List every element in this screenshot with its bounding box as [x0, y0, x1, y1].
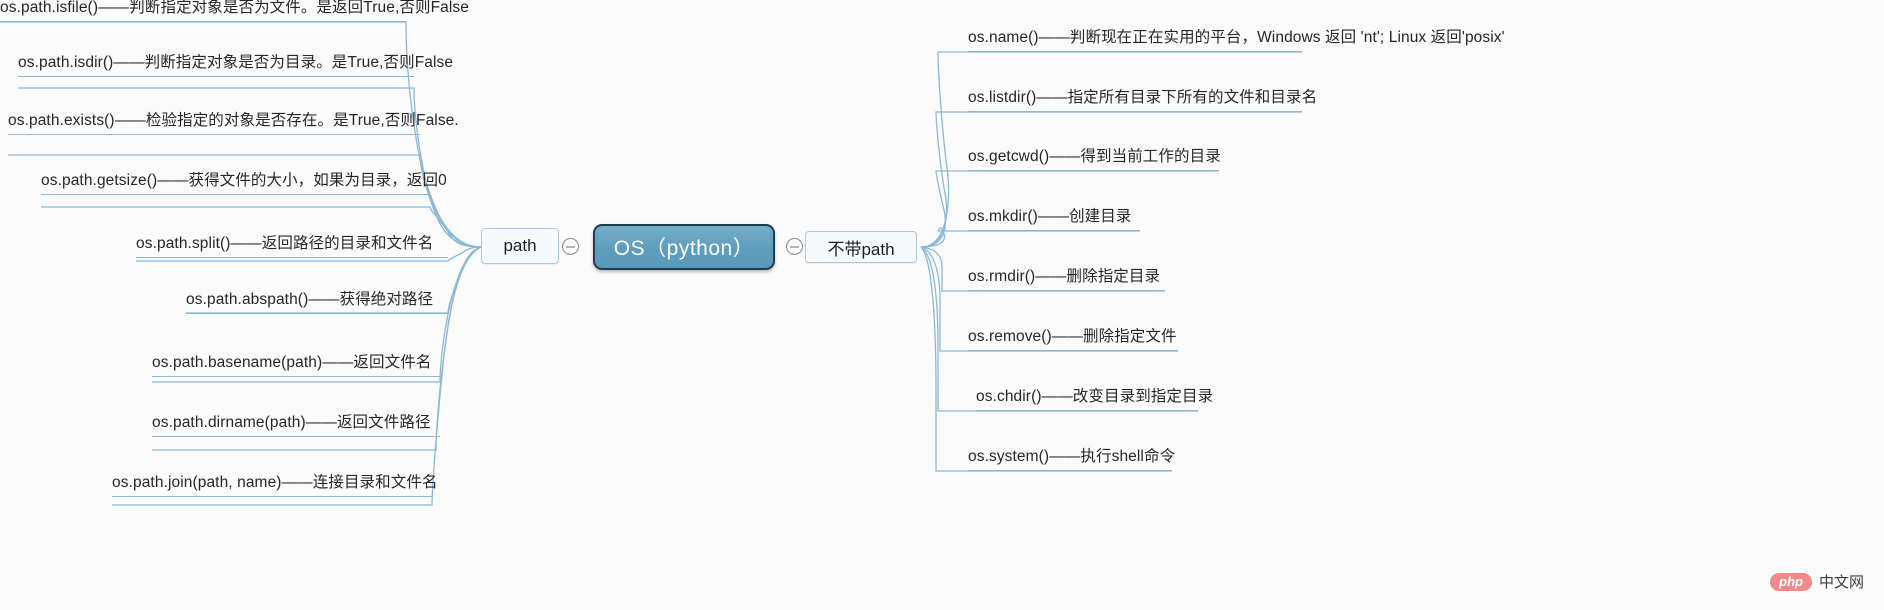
leaf-label: os.system()——执行shell命令	[968, 448, 1176, 465]
list-item: os.chdir()——改变目录到指定目录	[976, 389, 1213, 411]
list-item: os.listdir()——指定所有目录下所有的文件和目录名	[968, 90, 1317, 112]
watermark-label: 中文网	[1818, 574, 1864, 591]
leaf-label: os.path.join(path, name)——连接目录和文件名	[112, 474, 438, 491]
list-item: os.path.dirname(path)——返回文件路径	[152, 415, 440, 437]
collapse-toggle-nopath[interactable]	[786, 238, 803, 255]
list-item: os.system()——执行shell命令	[968, 448, 1176, 471]
list-item: os.path.exists()——检验指定的对象是否存在。是True,否则Fa…	[8, 113, 459, 135]
php-logo-icon: php	[1770, 572, 1812, 591]
list-item: os.path.split()——返回路径的目录和文件名	[136, 236, 448, 258]
list-item: os.path.join(path, name)——连接目录和文件名	[112, 475, 437, 497]
leaf-label: os.listdir()——指定所有目录下所有的文件和目录名	[968, 89, 1318, 106]
list-item: os.path.isfile()——判断指定对象是否为文件。是返回True,否则…	[0, 0, 469, 22]
leaf-label: os.rmdir()——删除指定目录	[968, 268, 1161, 285]
list-item: os.mkdir()——创建目录	[968, 209, 1140, 231]
root-node-os[interactable]: OS（python）	[593, 224, 775, 270]
branch-node-path-label: path	[503, 236, 537, 255]
leaf-label: os.path.getsize()——获得文件的大小，如果为目录，返回0	[41, 172, 447, 189]
list-item: os.getcwd()——得到当前工作的目录	[968, 148, 1221, 171]
leaf-label: os.chdir()——改变目录到指定目录	[976, 388, 1214, 405]
root-node-label: OS（python）	[613, 237, 755, 260]
watermark: php 中文网	[1770, 571, 1864, 592]
leaf-label: os.mkdir()——创建目录	[968, 208, 1132, 225]
leaf-label: os.path.isfile()——判断指定对象是否为文件。是返回True,否则…	[0, 0, 469, 16]
collapse-toggle-path[interactable]	[562, 238, 579, 255]
leaf-label: os.path.isdir()——判断指定对象是否为目录。是True,否则Fal…	[18, 54, 454, 71]
list-item: os.path.abspath()——获得绝对路径	[186, 292, 448, 314]
leaf-label: os.getcwd()——得到当前工作的目录	[968, 148, 1221, 165]
branch-node-nopath[interactable]: 不带path	[805, 231, 917, 263]
leaf-label: os.path.basename(path)——返回文件名	[152, 354, 432, 371]
leaf-label: os.name()——判断现在正在实用的平台，Windows 返回 'nt'; …	[968, 29, 1505, 46]
list-item: os.path.isdir()——判断指定对象是否为目录。是True,否则Fal…	[18, 55, 453, 77]
branch-node-path[interactable]: path	[481, 228, 559, 264]
leaf-label: os.remove()——删除指定文件	[968, 328, 1177, 345]
list-item: os.remove()——删除指定文件	[968, 329, 1178, 351]
branch-node-nopath-label: 不带path	[827, 239, 895, 259]
leaf-label: os.path.dirname(path)——返回文件路径	[152, 414, 431, 431]
list-item: os.rmdir()——删除指定目录	[968, 269, 1165, 291]
list-item: os.path.basename(path)——返回文件名	[152, 355, 440, 377]
leaf-label: os.path.abspath()——获得绝对路径	[186, 291, 434, 308]
leaf-label: os.path.split()——返回路径的目录和文件名	[136, 235, 434, 252]
leaf-label: os.path.exists()——检验指定的对象是否存在。是True,否则Fa…	[8, 112, 459, 129]
list-item: os.name()——判断现在正在实用的平台，Windows 返回 'nt'; …	[968, 30, 1505, 52]
list-item: os.path.getsize()——获得文件的大小，如果为目录，返回0	[41, 173, 447, 195]
